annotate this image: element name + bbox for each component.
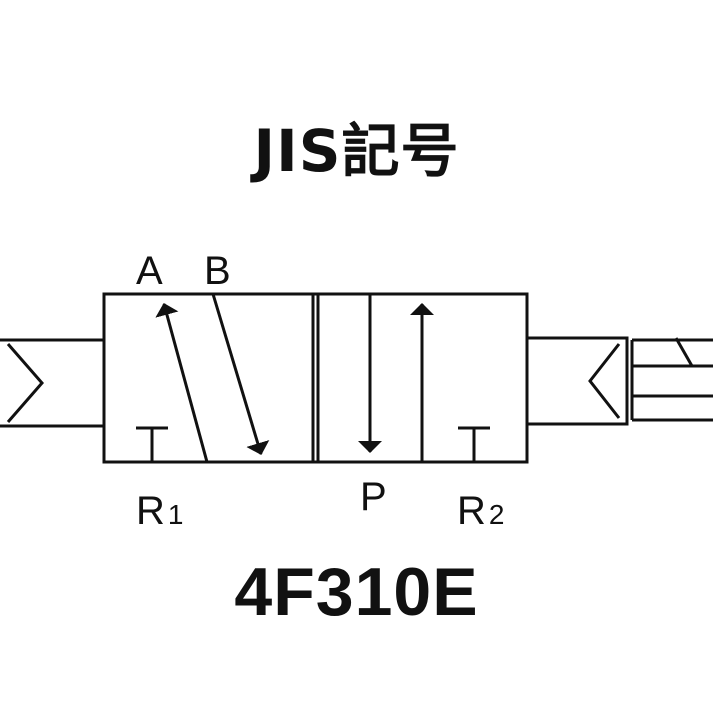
port-b-label: B — [204, 249, 231, 293]
left-position-flow — [136, 293, 270, 463]
model-number: 4F310E — [234, 554, 479, 630]
port-a-label: A — [136, 249, 163, 293]
right-actuator — [525, 336, 713, 426]
valve-body — [102, 292, 529, 464]
left-solenoid — [0, 338, 106, 428]
symbol-title: JIS記号 — [253, 117, 460, 185]
right-position-flow — [358, 294, 490, 462]
port-p-label: P — [360, 475, 387, 519]
